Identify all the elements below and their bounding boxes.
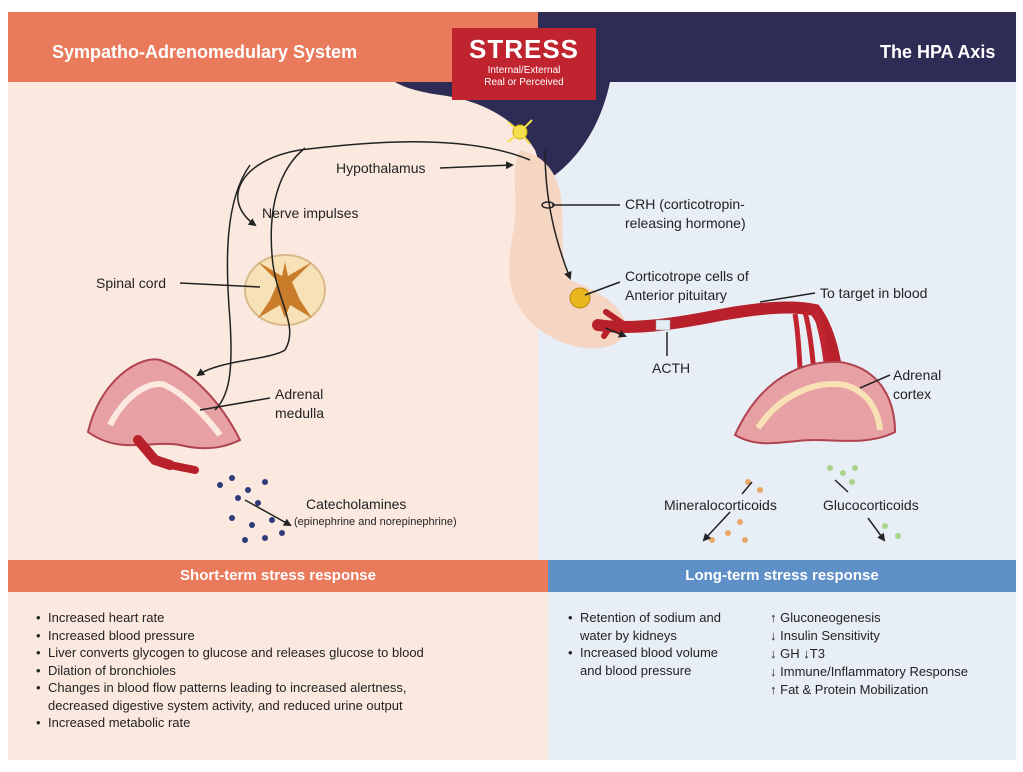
label-spinal-cord: Spinal cord xyxy=(96,275,166,291)
label-mineralocorticoids: Mineralocorticoids xyxy=(664,497,777,513)
list-item: decreased digestive system activity, and… xyxy=(36,697,536,715)
short-term-list: •Increased heart rate •Increased blood p… xyxy=(36,609,536,732)
list-item: •Increased heart rate xyxy=(36,609,536,627)
adrenal-medulla-icon xyxy=(88,359,240,470)
list-item: •Retention of sodium and xyxy=(568,609,748,627)
list-item: water by kidneys xyxy=(568,627,748,645)
adrenal-cortex-icon xyxy=(735,362,895,443)
long-term-list: •Retention of sodium and water by kidney… xyxy=(568,609,748,679)
label-to-target: To target in blood xyxy=(820,285,927,301)
label-crh-1: CRH (corticotropin- xyxy=(625,196,745,212)
stress-title: STRESS xyxy=(452,34,596,65)
label-acth: ACTH xyxy=(652,360,690,376)
catecholamine-dots xyxy=(217,475,285,543)
effect-row: ↑ Gluconeogenesis xyxy=(770,609,968,627)
effect-row: ↓ GH ↓T3 xyxy=(770,645,968,663)
label-nerve-impulses: Nerve impulses xyxy=(262,205,358,221)
pituitary-gland xyxy=(509,150,625,348)
list-item: •Liver converts glycogen to glucose and … xyxy=(36,644,536,662)
label-catecholamines: Catecholamines xyxy=(306,496,406,512)
stress-subtitle-2: Real or Perceived xyxy=(452,77,596,89)
label-hypothalamus: Hypothalamus xyxy=(336,160,426,176)
arrow-up-icon: ↑ xyxy=(770,610,777,625)
list-item: •Increased blood pressure xyxy=(36,627,536,645)
list-item: •Increased metabolic rate xyxy=(36,714,536,732)
effect-row: ↑ Fat & Protein Mobilization xyxy=(770,681,968,699)
arrow-down-icon: ↓ xyxy=(770,628,777,643)
effect-row: ↓ Insulin Sensitivity xyxy=(770,627,968,645)
long-term-title: Long-term stress response xyxy=(548,560,1016,592)
label-corticotrope-2: Anterior pituitary xyxy=(625,287,727,303)
stress-box: STRESS Internal/External Real or Perceiv… xyxy=(452,28,596,100)
label-catecholamines-sub: (epinephrine and norepinephrine) xyxy=(294,516,457,528)
label-crh-2: releasing hormone) xyxy=(625,215,746,231)
label-adrenal-cortex-1: Adrenal xyxy=(893,367,941,383)
list-item: •Increased blood volume xyxy=(568,644,748,662)
label-corticotrope-1: Corticotrope cells of xyxy=(625,268,749,284)
stress-subtitle-1: Internal/External xyxy=(452,65,596,77)
list-item: •Dilation of bronchioles xyxy=(36,662,536,680)
label-adrenal-medulla-2: medulla xyxy=(275,405,324,421)
arrow-up-icon: ↑ xyxy=(770,682,777,697)
long-term-effects: ↑ Gluconeogenesis ↓ Insulin Sensitivity … xyxy=(770,609,968,699)
list-item: and blood pressure xyxy=(568,662,748,680)
list-item: •Changes in blood flow patterns leading … xyxy=(36,679,536,697)
effect-row: ↓ Immune/Inflammatory Response xyxy=(770,663,968,681)
arrow-down-icon: ↓ xyxy=(770,664,777,679)
corticotrope-cell-icon xyxy=(570,288,590,308)
label-glucocorticoids: Glucocorticoids xyxy=(823,497,919,513)
spinal-cord-icon xyxy=(245,255,325,325)
label-adrenal-cortex-2: cortex xyxy=(893,386,931,402)
short-term-title: Short-term stress response xyxy=(8,560,548,592)
arrow-down-icon: ↓ xyxy=(770,646,777,661)
label-adrenal-medulla-1: Adrenal xyxy=(275,386,323,402)
